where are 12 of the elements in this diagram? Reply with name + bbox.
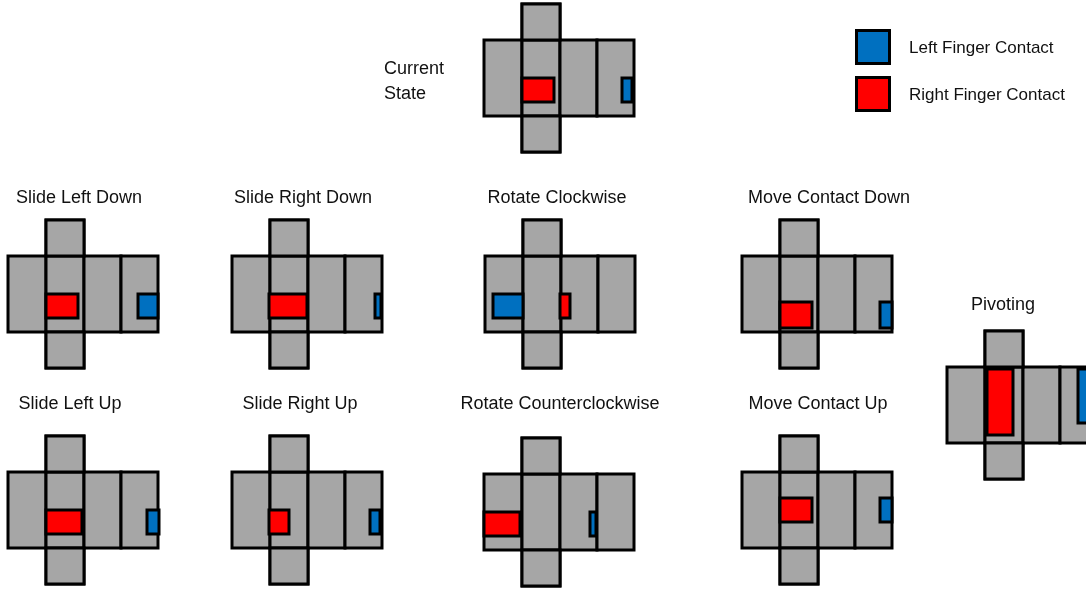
legend-label: Right Finger Contact: [909, 84, 1065, 106]
panel-title: Current State: [384, 57, 446, 105]
panel-title: Slide Right Up: [242, 392, 358, 415]
panel-title: Move Contact Down: [747, 186, 911, 209]
panel-title: Slide Left Down: [15, 186, 143, 209]
panel-title: Slide Left Up: [18, 392, 122, 415]
legend-label: Left Finger Contact: [909, 37, 1054, 59]
panel-title: Move Contact Up: [748, 392, 888, 415]
panel-title: Pivoting: [971, 293, 1035, 316]
panel-title: Rotate Counterclockwise: [460, 392, 660, 415]
panel-title: Slide Right Down: [233, 186, 373, 209]
panel-title: Rotate Clockwise: [487, 186, 627, 209]
